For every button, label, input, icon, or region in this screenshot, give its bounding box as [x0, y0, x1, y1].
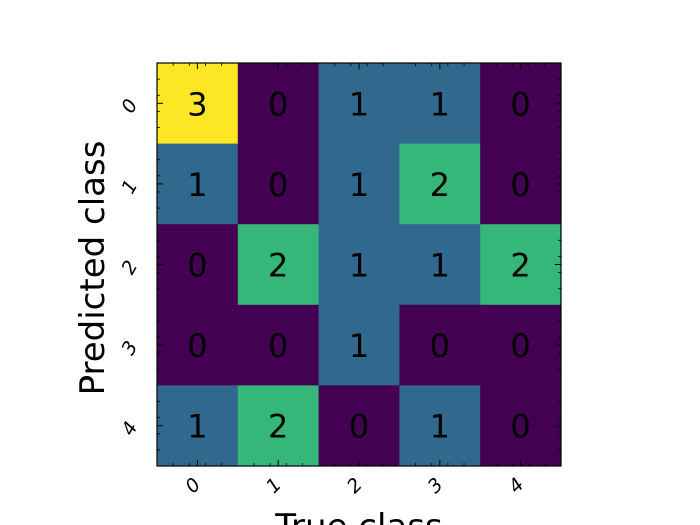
y-tick-label: 2 [117, 257, 142, 278]
heatmap-cell-r3-c4 [480, 304, 562, 386]
heatmap-cell-r1-c4 [480, 143, 562, 225]
heatmap-cell-labels: 3 0 1 1 0 1 0 1 2 0 0 2 1 1 2 0 0 1 0 0 1 2 0 1 0 [187, 85, 531, 445]
cell-value-r0-c1: 0 [268, 85, 288, 123]
y-tick-labels: 0 1 2 3 4 [117, 96, 142, 440]
heatmap-cell-r1-c1 [237, 143, 320, 225]
cell-value-r1-c0: 1 [187, 166, 207, 204]
x-axis-label: True class [274, 507, 442, 525]
heatmap-cell-r1-c2 [318, 143, 400, 225]
heatmap-cell-r0-c1 [237, 63, 320, 145]
heatmap-cells [157, 63, 562, 467]
y-tick-label: 4 [117, 418, 142, 439]
heatmap-cell-r1-c3 [399, 143, 481, 225]
heatmap-cell-r0-c2 [318, 63, 400, 145]
y-tick-label: 1 [117, 176, 142, 197]
cell-value-r1-c3: 2 [430, 166, 450, 204]
cell-value-r2-c3: 1 [430, 247, 450, 285]
cell-value-r1-c1: 0 [268, 166, 288, 204]
cell-value-r2-c0: 0 [187, 247, 207, 285]
x-tick-label: 2 [343, 474, 367, 498]
cell-value-r1-c2: 1 [349, 166, 369, 204]
cell-value-r4-c1: 2 [268, 408, 288, 446]
heatmap-cell-r4-c1 [237, 385, 320, 467]
heatmap-cell-r2-c4 [480, 224, 562, 306]
x-tick-label: 0 [181, 474, 205, 498]
cell-value-r4-c4: 0 [510, 408, 530, 446]
x-tick-label: 1 [262, 474, 286, 498]
cell-value-r3-c4: 0 [510, 327, 530, 365]
cell-value-r4-c0: 1 [187, 408, 207, 446]
heatmap-cell-r3-c3 [399, 304, 481, 386]
heatmap-cell-r2-c2 [318, 224, 400, 306]
cell-value-r2-c4: 2 [510, 247, 530, 285]
heatmap-cell-r4-c4 [480, 385, 562, 467]
cell-value-r3-c1: 0 [268, 327, 288, 365]
cell-value-r4-c2: 0 [349, 408, 369, 446]
x-tick-label: 3 [424, 474, 448, 498]
cell-value-r1-c4: 0 [510, 166, 530, 204]
heatmap-cell-r2-c3 [399, 224, 481, 306]
cell-value-r3-c3: 0 [430, 327, 450, 365]
heatmap-cell-r2-c0 [157, 224, 239, 306]
cell-value-r3-c2: 1 [349, 327, 369, 365]
cell-value-r0-c3: 1 [430, 85, 450, 123]
cell-value-r2-c1: 2 [268, 247, 288, 285]
axis-ticks [157, 63, 561, 466]
y-axis-label: Predicted class [73, 141, 113, 396]
heatmap-cell-r0-c3 [399, 63, 481, 145]
heatmap-cell-r0-c4 [480, 63, 562, 145]
heatmap-cell-r3-c2 [318, 304, 400, 386]
heatmap-cell-r0-c0 [157, 63, 239, 145]
y-tick-label: 0 [117, 96, 142, 117]
heatmap-cell-r2-c1 [237, 224, 320, 306]
x-tick-labels: 0 1 2 3 4 [181, 474, 528, 498]
heatmap-cell-r3-c0 [157, 304, 239, 386]
heatmap-cell-r1-c0 [157, 143, 239, 225]
cell-value-r0-c4: 0 [510, 85, 530, 123]
cell-value-r4-c3: 1 [430, 408, 450, 446]
heatmap-cell-r4-c0 [157, 385, 239, 467]
cell-value-r0-c2: 1 [349, 85, 369, 123]
heatmap-cell-r3-c1 [237, 304, 320, 386]
heatmap-cell-r4-c2 [318, 385, 400, 467]
cell-value-r2-c2: 1 [349, 247, 369, 285]
cell-value-r3-c0: 0 [187, 327, 207, 365]
cell-value-r0-c0: 3 [187, 85, 207, 123]
heatmap-cell-r4-c3 [399, 385, 481, 467]
y-tick-label: 3 [117, 337, 142, 358]
x-tick-label: 4 [504, 474, 528, 498]
